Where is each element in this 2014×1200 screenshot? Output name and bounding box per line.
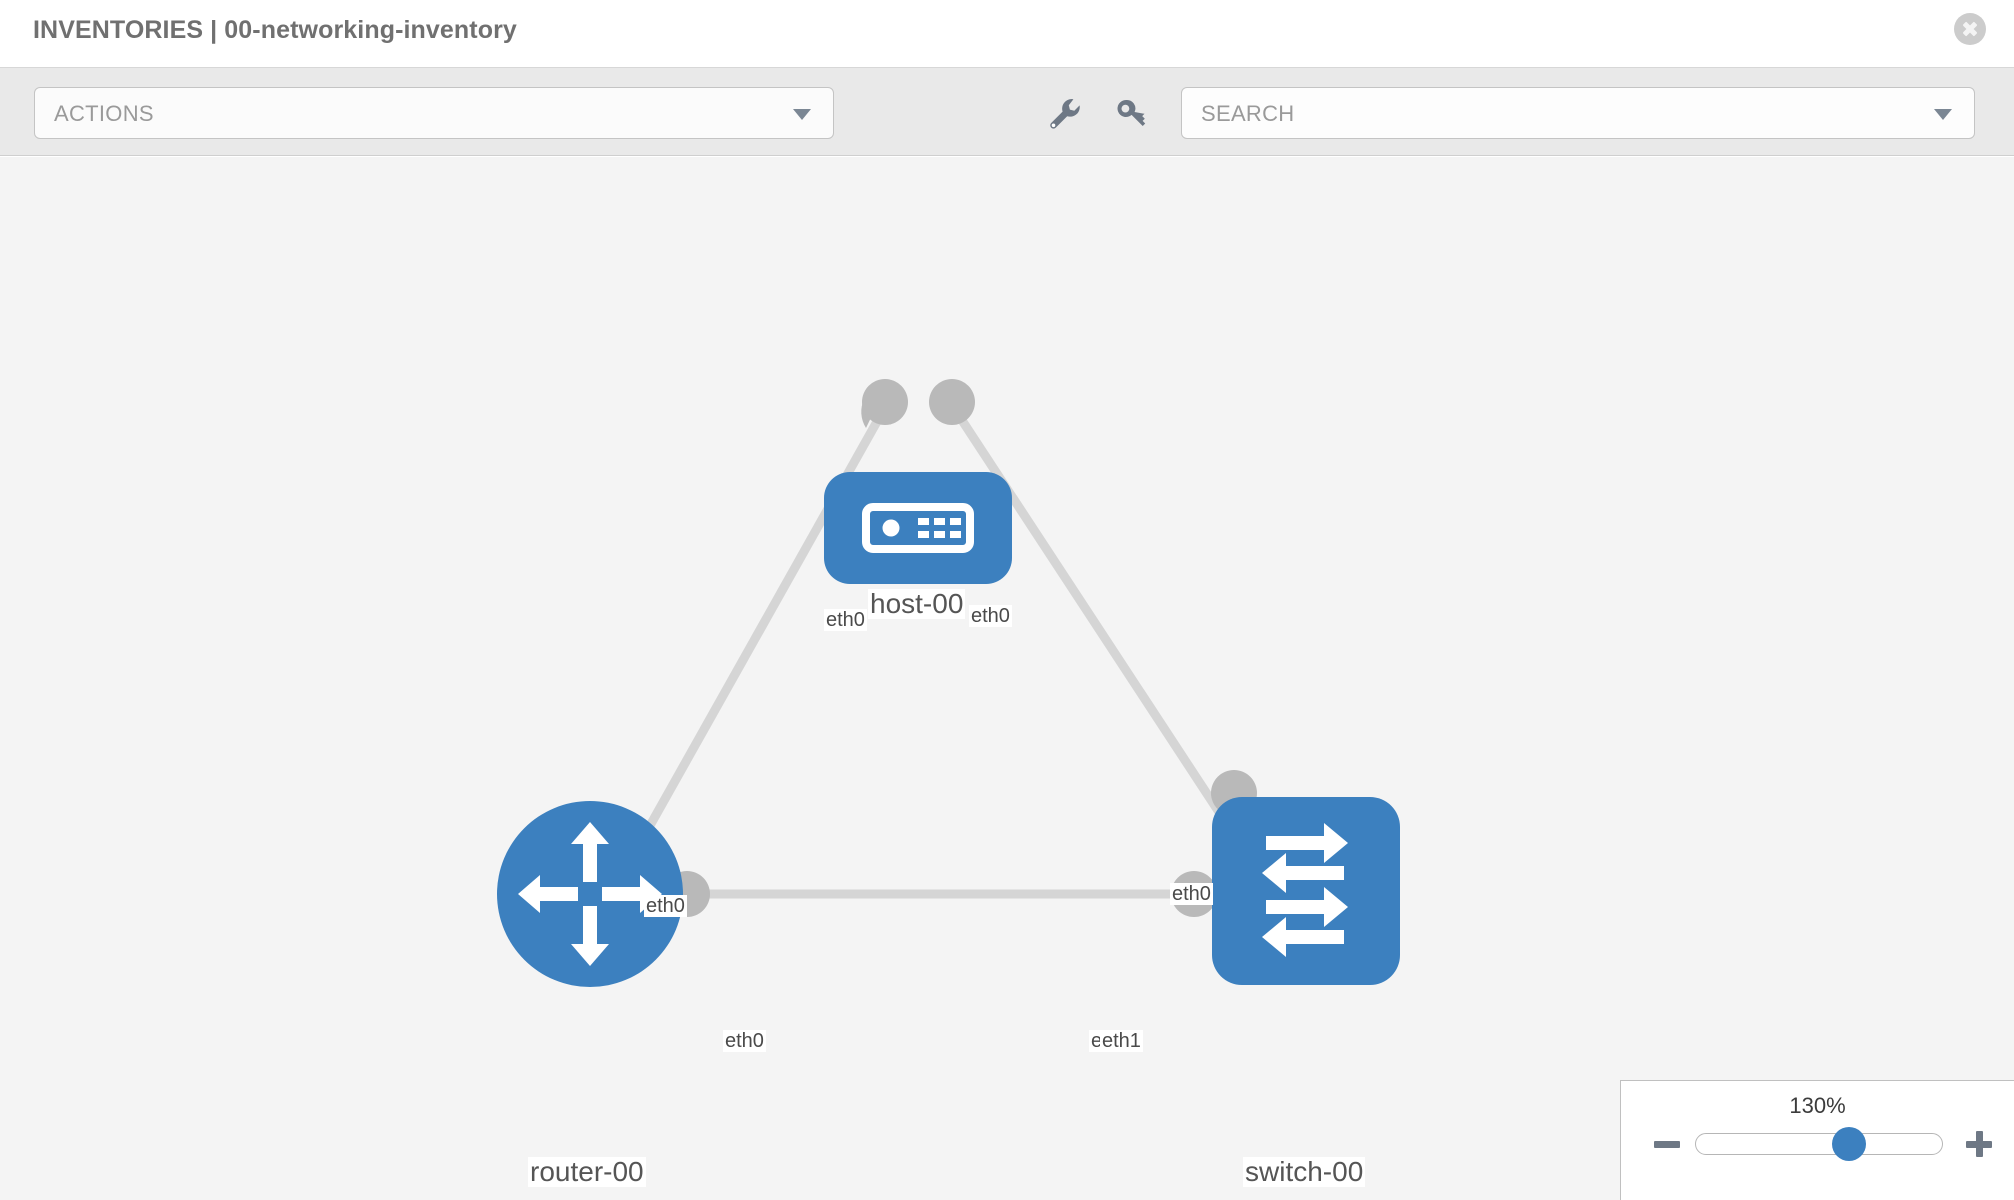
link-host00-switch00 (946, 399, 1259, 870)
iface-label-router00-right: eth0 (723, 1030, 766, 1052)
node-switch-00[interactable] (1212, 797, 1400, 985)
node-label-switch-00: switch-00 (1243, 1156, 1366, 1188)
server-icon (862, 503, 974, 553)
iface-label-switch00-left: eth1 (1100, 1030, 1143, 1052)
zoom-out-button[interactable] (1654, 1131, 1680, 1157)
connector-host00-left-nub (862, 379, 908, 425)
zoom-slider[interactable] (1695, 1127, 1943, 1161)
node-router-00[interactable] (497, 801, 683, 987)
zoom-control-panel: 130% (1620, 1080, 2014, 1200)
iface-label-host00-left: eth0 (824, 609, 867, 631)
zoom-slider-thumb[interactable] (1831, 1127, 1866, 1161)
toolbar: ACTIONS SEARCH (0, 68, 2014, 156)
page-title: INVENTORIES | 00-networking-inventory (33, 16, 517, 44)
chevron-down-icon (793, 109, 811, 120)
search-input[interactable]: SEARCH (1181, 87, 1975, 139)
router-arrows-icon (518, 822, 662, 966)
iface-label-switch00-uplink: eth0 (1170, 883, 1213, 905)
chevron-down-icon (1934, 109, 1952, 120)
node-label-router-00: router-00 (528, 1156, 646, 1188)
iface-label-router00-uplink: eth0 (644, 895, 687, 917)
close-icon[interactable] (1954, 13, 1986, 45)
node-host-00[interactable] (824, 472, 1012, 584)
key-icon[interactable] (1112, 92, 1154, 134)
switch-arrows-icon (1262, 823, 1348, 957)
connector-host00-right-nub (929, 379, 975, 425)
wrench-icon[interactable] (1043, 92, 1085, 134)
search-placeholder: SEARCH (1201, 101, 1295, 126)
actions-dropdown-label: ACTIONS (54, 101, 154, 126)
page-header: INVENTORIES | 00-networking-inventory (0, 0, 2014, 68)
iface-label-host00-right: eth0 (969, 605, 1012, 627)
zoom-percent-label: 130% (1789, 1093, 1846, 1118)
actions-dropdown[interactable]: ACTIONS (34, 87, 834, 139)
topology-graph (497, 379, 1400, 987)
node-label-host-00: host-00 (868, 588, 966, 620)
zoom-in-button[interactable] (1966, 1131, 1992, 1157)
topology-canvas[interactable]: eth0 eth0 eth0 eth0 eth0 eth0 eth1 host-… (0, 157, 2014, 1200)
